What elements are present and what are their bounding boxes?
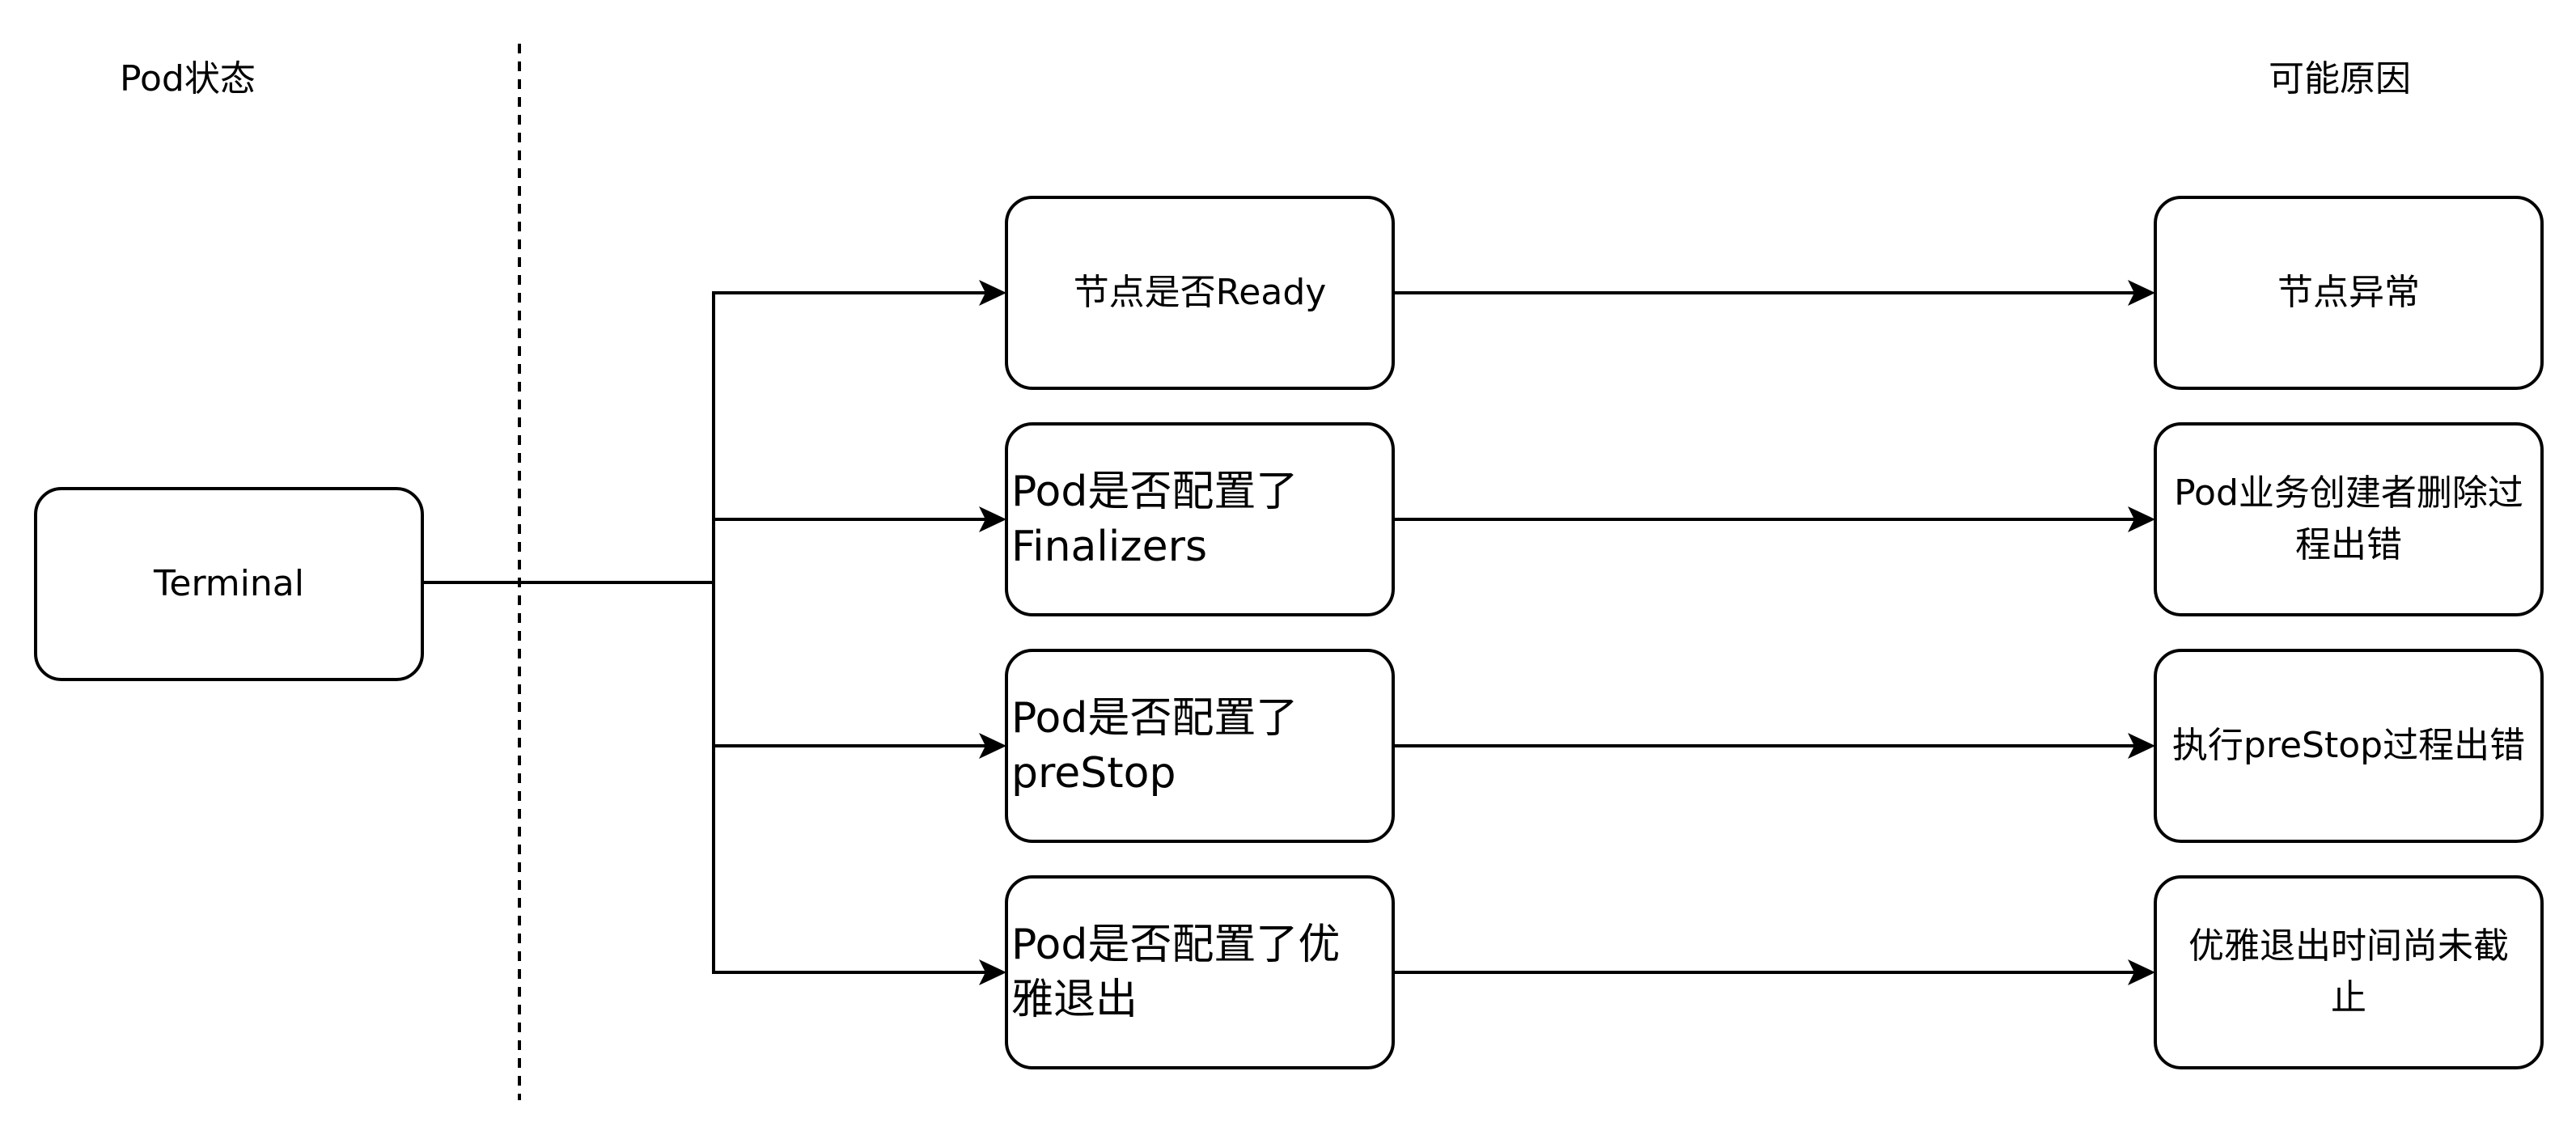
cause-prestop-execution-error: 执行preStop过程出错 [2154,649,2544,843]
arrowhead-check-ready [979,280,1006,306]
arrowhead-cause-prestop-error [2128,733,2155,759]
possible-cause-column-header: 可能原因 [2269,58,2411,100]
check-node-ready-label: 节点是否Ready [1073,272,1327,313]
arrowhead-check-graceful [979,959,1006,985]
terminal-state-node: Terminal [34,487,424,681]
check-finalizers-label: Pod是否配置了 Finalizers [1011,468,1299,571]
terminal-state-label: Terminal [154,563,304,604]
cause-grace-period-not-expired-label: 优雅退出时间尚未截 止 [2188,925,2509,1018]
cause-node-abnormal-label: 节点异常 [2277,272,2420,313]
cause-delete-process-error: Pod业务创建者删除过 程出错 [2154,422,2544,616]
check-finalizers-node: Pod是否配置了 Finalizers [1005,422,1395,616]
arrowhead-cause-node-abnormal [2128,280,2155,306]
check-graceful-exit-node: Pod是否配置了优 雅退出 [1005,875,1395,1069]
arrowhead-check-finalizers [979,506,1006,532]
cause-node-abnormal: 节点异常 [2154,196,2544,390]
cause-prestop-execution-error-label: 执行preStop过程出错 [2171,725,2526,766]
arrowhead-cause-grace-period [2128,959,2155,985]
arrowhead-cause-delete-error [2128,506,2155,532]
cause-delete-process-error-label: Pod业务创建者删除过 程出错 [2174,472,2523,565]
check-graceful-exit-label: Pod是否配置了优 雅退出 [1011,921,1341,1024]
cause-grace-period-not-expired: 优雅退出时间尚未截 止 [2154,875,2544,1069]
arrowhead-check-prestop [979,733,1006,759]
check-prestop-label: Pod是否配置了 preStop [1011,694,1299,798]
check-node-ready: 节点是否Ready [1005,196,1395,390]
check-prestop-node: Pod是否配置了 preStop [1005,649,1395,843]
pod-status-column-header: Pod状态 [120,58,256,100]
